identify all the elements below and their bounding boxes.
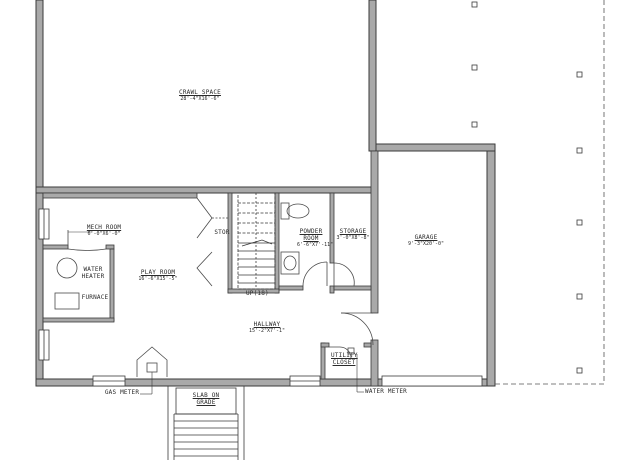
hallway-dims: 15'-2"X7'-1" <box>248 327 286 334</box>
storage-dims: 3'-0"X8'-8" <box>336 234 370 241</box>
mech-door <box>67 248 107 251</box>
wall-garage-top <box>368 143 496 152</box>
play-room-name: PLAY ROOM <box>140 269 176 276</box>
label-stair-up: UP(18) <box>246 290 269 298</box>
toilet-tank <box>280 202 290 220</box>
crawl-space-name: CRAWL SPACE <box>179 89 221 96</box>
storage-door <box>333 262 355 287</box>
label-furnace: FURNACE <box>80 294 110 302</box>
garage-name: GARAGE <box>414 234 438 241</box>
exterior-walls <box>35 0 496 387</box>
label-water-heater: WATER HEATER <box>78 266 108 281</box>
label-powder-room: POWDER ROOM 6'-6"X7'-11" <box>297 228 334 249</box>
gas-meter-box <box>146 362 158 373</box>
fixtures <box>54 197 374 377</box>
water-meter-box <box>347 347 355 355</box>
play-room-dims: 16'-6"X15'-5" <box>138 275 178 282</box>
leader-lines <box>68 231 364 395</box>
label-play-room: PLAY ROOM 16'-6"X15'-5" <box>134 269 182 283</box>
wall-garage-right <box>486 143 496 387</box>
label-slab-on-grade: SLAB ON GRADE <box>186 392 226 407</box>
gas-meter-label: GAS METER <box>104 389 140 396</box>
water-heater-symbol <box>56 257 78 279</box>
window-garage-door <box>381 375 483 387</box>
label-crawl-space: CRAWL SPACE 28'-4"X16'-6" <box>170 89 230 103</box>
hallway-name: HALLWAY <box>253 321 281 328</box>
windows <box>38 208 483 387</box>
exterior-steps <box>167 386 245 460</box>
powder-door <box>302 261 328 287</box>
powder-room-name: POWDER ROOM <box>299 228 323 242</box>
wall-garage-left <box>370 150 379 314</box>
furnace-symbol <box>54 292 80 310</box>
label-garage: GARAGE 9'-3"X20'-0" <box>405 234 447 248</box>
water-heater-label: WATER HEATER <box>81 266 105 280</box>
label-stor: STOR <box>211 229 233 237</box>
utility-closet-name: UTILITY CLOSET <box>331 352 358 366</box>
mech-room-name: MECH ROOM <box>86 224 122 231</box>
label-gas-meter: GAS METER <box>104 389 140 397</box>
sink-counter <box>280 251 300 275</box>
water-meter-label: WATER METER <box>365 388 407 395</box>
label-water-meter: WATER METER <box>364 388 408 396</box>
porch-posts <box>471 1 583 374</box>
label-utility-closet: UTILITY CLOSET <box>331 352 358 367</box>
wall-crawl-right <box>368 0 377 152</box>
mech-room-dims: 6'-0"X6'-0" <box>87 230 121 237</box>
label-storage: STORAGE 3'-0"X8'-8" <box>336 228 370 242</box>
sink-bowl <box>283 255 297 271</box>
stair-up-label: UP(18) <box>246 290 269 297</box>
porch-outline <box>495 0 605 385</box>
toilet-bowl <box>286 203 310 219</box>
garage-dims: 9'-3"X20'-0" <box>407 240 445 247</box>
utility-door <box>329 346 352 359</box>
garage-door <box>340 312 374 346</box>
stor-name: STOR <box>214 229 230 236</box>
interior-walls <box>42 150 379 387</box>
gas-meter-niche <box>136 346 168 377</box>
slab-on-grade-label: SLAB ON GRADE <box>192 392 220 406</box>
stairs-up <box>237 192 276 290</box>
storage-name: STORAGE <box>339 228 367 235</box>
label-hallway: HALLWAY 15'-2"X7'-1" <box>245 321 289 335</box>
stor-door <box>196 197 213 239</box>
wall-crawl-bottom <box>35 186 377 194</box>
crawl-space-dims: 28'-4"X16'-6" <box>180 95 220 102</box>
label-mech-room: MECH ROOM 6'-0"X6'-0" <box>80 224 128 238</box>
powder-room-dims: 6'-6"X7'-11" <box>297 241 334 248</box>
furnace-label: FURNACE <box>81 294 109 301</box>
